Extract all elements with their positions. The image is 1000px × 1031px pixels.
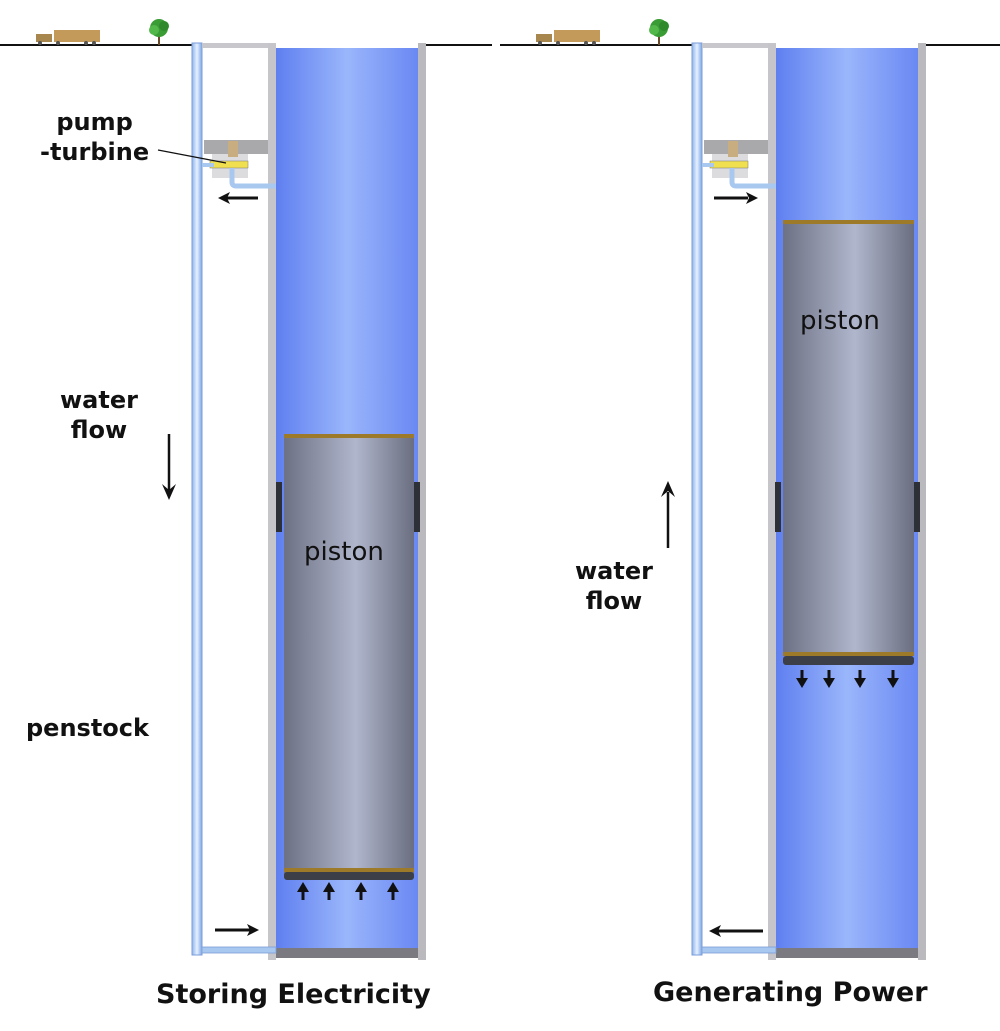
guide-rail: [276, 482, 282, 532]
tree-icon: [149, 19, 169, 45]
generating-power-title: Generating Power: [653, 977, 928, 1008]
shaft-top-wall: [702, 43, 774, 48]
water-flow-label-line2: flow: [585, 587, 643, 615]
storing-diagram: [0, 19, 492, 960]
generating-diagram: [500, 19, 1000, 960]
tree-icon: [649, 19, 669, 45]
pump-turbine-label-line2: -turbine: [40, 138, 150, 166]
panel-storing-electricity: pump -turbine water flow penstock piston…: [0, 19, 492, 1010]
bottom-pipe: [201, 946, 277, 954]
piston: [284, 434, 414, 880]
panel-generating-power: water flow piston Generating Power: [500, 0, 1000, 1031]
penstock-pipe: [691, 42, 703, 956]
piston-label: piston: [304, 537, 384, 567]
pump-turbine-label: pump -turbine: [40, 107, 149, 167]
water-flow-label: water flow: [60, 385, 138, 445]
pump-turbine-unit: [202, 140, 276, 189]
truck-icon: [36, 30, 100, 45]
pump-turbine-unit: [702, 140, 776, 189]
arrow-down-icon: [162, 434, 176, 500]
arrow-up-icon: [297, 882, 399, 900]
arrow-left-icon: [218, 192, 258, 204]
shaft-wall: [768, 43, 776, 960]
truck-icon: [536, 30, 600, 45]
guide-rail: [775, 482, 781, 532]
shaft-wall: [268, 43, 276, 960]
water-flow-label-line1: water: [575, 557, 653, 585]
shaft-wall: [418, 43, 426, 960]
piston-label: piston: [800, 306, 880, 336]
arrow-down-icon: [796, 670, 899, 688]
penstock-label: penstock: [26, 714, 149, 742]
pump-turbine-pointer: [157, 149, 227, 164]
water-flow-label-line1: water: [60, 386, 138, 414]
bottom-pipe: [701, 946, 777, 954]
guide-rail: [914, 482, 920, 532]
storing-electricity-title: Storing Electricity: [156, 979, 431, 1010]
water-flow-label: water flow: [575, 556, 653, 616]
arrow-left-icon: [709, 925, 763, 937]
water-flow-label-line2: flow: [70, 416, 128, 444]
shaft-wall: [918, 43, 926, 960]
shaft-top-wall: [202, 43, 274, 48]
arrow-right-icon: [714, 192, 758, 204]
shaft-floor: [776, 948, 918, 958]
pump-turbine-label-line1: pump: [56, 108, 133, 136]
arrow-right-icon: [215, 924, 259, 936]
arrow-up-icon: [661, 481, 675, 548]
guide-rail: [414, 482, 420, 532]
piston: [783, 220, 914, 665]
shaft-floor: [276, 948, 418, 958]
penstock-pipe: [191, 42, 203, 956]
